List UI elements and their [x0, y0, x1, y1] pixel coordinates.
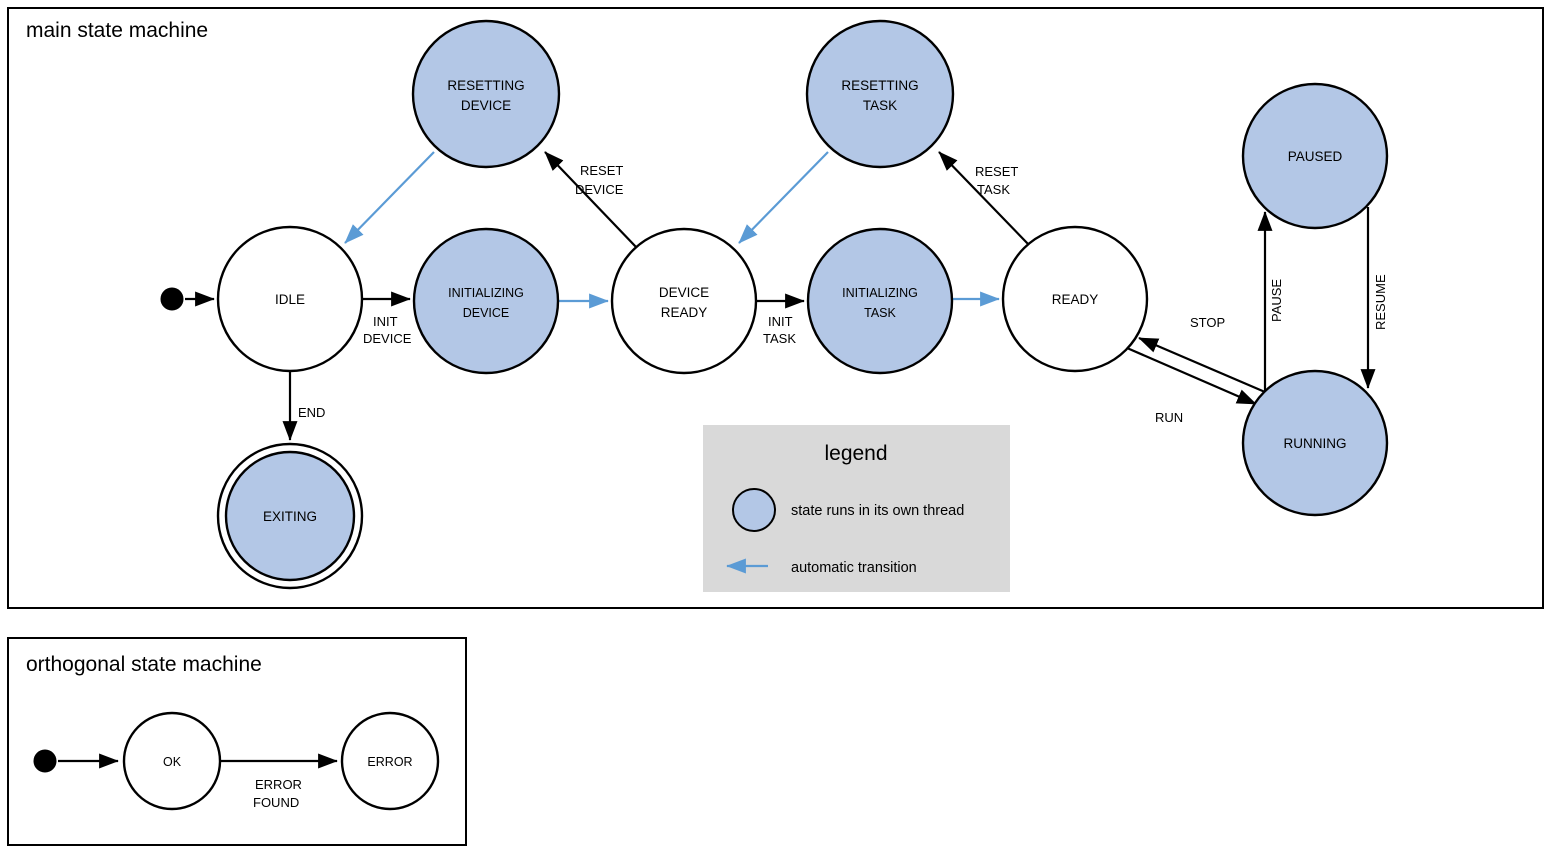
state-ready-circle[interactable]	[1001, 225, 1149, 373]
state-device-ready-label-line2: READY	[661, 305, 708, 320]
initial-pseudostate-dot	[160, 287, 184, 311]
edge-label-reset-task-line1: RESET	[975, 164, 1018, 179]
transition-running-to-paused: PAUSE	[1257, 211, 1284, 392]
transition-resetting-task-to-device-ready	[738, 151, 829, 244]
state-idle-label: IDLE	[275, 292, 305, 307]
state-resetting-device-label-line1: RESETTING	[447, 78, 524, 93]
edge-label-end: END	[298, 405, 325, 420]
state-resetting-device[interactable]: RESETTING DEVICE	[411, 19, 561, 169]
edge-label-reset-task-line2: TASK	[977, 182, 1010, 197]
edge-label-error-found-line1: ERROR	[255, 777, 302, 792]
state-resetting-device-circle[interactable]	[411, 19, 561, 169]
state-resetting-task-label-line2: TASK	[863, 98, 897, 113]
state-initializing-task-circle[interactable]	[806, 227, 954, 375]
transition-ready-to-running: RUN	[1126, 346, 1257, 425]
state-initializing-device-circle[interactable]	[412, 227, 560, 375]
state-idle[interactable]: IDLE	[216, 225, 364, 373]
state-exiting-circle[interactable]	[224, 450, 356, 582]
state-running[interactable]: RUNNING	[1241, 369, 1389, 517]
transition-ok-to-error: ERROR FOUND	[221, 753, 338, 810]
legend-title: legend	[824, 442, 887, 465]
state-initializing-device-label-line2: DEVICE	[463, 306, 510, 320]
state-resetting-task-label-line1: RESETTING	[841, 78, 918, 93]
state-initializing-device-label-line1: INITIALIZING	[448, 286, 524, 300]
state-ready-label: READY	[1052, 292, 1099, 307]
state-initializing-task-label-line1: INITIALIZING	[842, 286, 918, 300]
transition-resetting-device-to-idle	[344, 151, 435, 244]
state-resetting-device-label-line2: DEVICE	[461, 98, 511, 113]
state-resetting-task-circle[interactable]	[805, 19, 955, 169]
edge-label-init-device-line1: INIT	[373, 314, 398, 329]
orthogonal-frame-title: orthogonal state machine	[26, 653, 262, 676]
transition-ready-to-resetting-task: RESET TASK	[938, 151, 1030, 246]
main-state-machine: main state machine INIT DEVICE END	[7, 7, 1544, 609]
state-device-ready-label-line1: DEVICE	[659, 285, 709, 300]
state-paused-label: PAUSED	[1288, 149, 1343, 164]
edge-label-resume: RESUME	[1373, 274, 1388, 330]
state-running-label: RUNNING	[1284, 436, 1347, 451]
state-exiting[interactable]: EXITING	[216, 442, 364, 590]
legend-thread-state-icon	[732, 488, 776, 532]
orthogonal-state-machine: orthogonal state machine ERROR FOUND OK …	[7, 637, 467, 846]
edge-label-pause: PAUSE	[1269, 279, 1284, 322]
state-initializing-device[interactable]: INITIALIZING DEVICE	[412, 227, 560, 375]
legend: legend state runs in its own thread auto…	[703, 425, 1010, 592]
edge-label-init-device-line2: DEVICE	[363, 331, 412, 346]
transition-running-to-ready: STOP	[1138, 315, 1266, 394]
transition-idle-to-initializing-device: INIT DEVICE	[362, 291, 412, 346]
orthogonal-transitions: ERROR FOUND	[58, 753, 338, 810]
edge-label-error-found-line2: FOUND	[253, 795, 299, 810]
state-resetting-task[interactable]: RESETTING TASK	[805, 19, 955, 169]
state-error[interactable]: ERROR	[340, 711, 440, 811]
legend-thread-state-text: state runs in its own thread	[791, 503, 964, 519]
state-idle-circle[interactable]	[216, 225, 364, 373]
transition-device-ready-to-resetting-device: RESET DEVICE	[544, 151, 637, 248]
state-device-ready-circle[interactable]	[610, 227, 758, 375]
state-ready[interactable]: READY	[1001, 225, 1149, 373]
state-paused[interactable]: PAUSED	[1241, 82, 1389, 230]
main-transitions: INIT DEVICE END RESET DEVICE	[185, 151, 1388, 441]
main-frame-title: main state machine	[26, 19, 208, 42]
edge-label-stop: STOP	[1190, 315, 1225, 330]
state-initializing-task-label-line2: TASK	[864, 306, 896, 320]
state-device-ready[interactable]: DEVICE READY	[610, 227, 758, 375]
state-exiting-label: EXITING	[263, 509, 317, 524]
edge-label-reset-device-line1: RESET	[580, 163, 623, 178]
edge-label-init-task-line1: INIT	[768, 314, 793, 329]
state-initializing-task[interactable]: INITIALIZING TASK	[806, 227, 954, 375]
transition-device-ready-to-initializing-task: INIT TASK	[756, 293, 805, 346]
legend-automatic-transition-text: automatic transition	[791, 560, 917, 576]
state-ok-circle[interactable]	[122, 711, 222, 811]
edge-label-init-task-line2: TASK	[763, 331, 796, 346]
state-paused-circle[interactable]	[1241, 82, 1389, 230]
state-ok-label: OK	[163, 755, 182, 769]
state-running-circle[interactable]	[1241, 369, 1389, 517]
state-error-circle[interactable]	[340, 711, 440, 811]
state-ok[interactable]: OK	[122, 711, 222, 811]
state-error-label: ERROR	[367, 755, 412, 769]
edge-label-run: RUN	[1155, 410, 1183, 425]
transition-idle-to-exiting: END	[282, 371, 325, 441]
transition-paused-to-running: RESUME	[1360, 207, 1388, 389]
orthogonal-initial-pseudostate-dot	[33, 749, 57, 773]
edge-label-reset-device-line2: DEVICE	[575, 182, 624, 197]
